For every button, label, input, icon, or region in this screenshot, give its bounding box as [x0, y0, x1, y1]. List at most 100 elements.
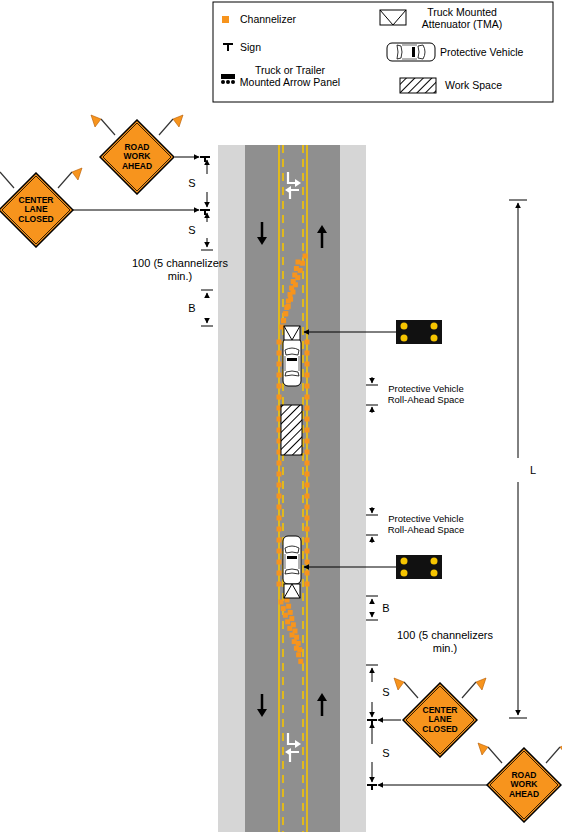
- legend-text: Truck or Trailer Mounted Arrow Panel: [234, 64, 346, 88]
- channelizer: [292, 273, 297, 278]
- channelizer: [284, 305, 289, 310]
- warning-sign: CENTER LANE CLOSED: [0, 172, 74, 248]
- channelizer: [277, 373, 282, 378]
- legend-swatch: [222, 16, 229, 23]
- work-space-symbol: [400, 78, 436, 93]
- protective-vehicle: [283, 338, 301, 386]
- legend-text: Work Space: [445, 79, 502, 91]
- channelizer: [305, 560, 310, 565]
- channelizer: [289, 616, 294, 621]
- roll-ahead-label: Protective Vehicle Roll-Ahead Space: [380, 384, 472, 406]
- channelizer: [283, 312, 288, 317]
- dimension-label: S: [382, 686, 389, 699]
- channelizer: [297, 647, 302, 652]
- channelizer: [305, 450, 310, 455]
- channelizer: [283, 311, 288, 316]
- arrow-panel: [396, 555, 442, 579]
- tma: [284, 326, 300, 340]
- channelizer: [305, 494, 310, 499]
- channelizer: [277, 505, 282, 510]
- dimension-label: S: [382, 747, 389, 760]
- channelizer: [303, 254, 308, 259]
- channelizer: [281, 318, 286, 323]
- channelizer: [300, 261, 305, 266]
- channelizer: [277, 384, 282, 389]
- protective-vehicle: [283, 536, 301, 584]
- tma: [284, 584, 300, 598]
- channelizer: [305, 571, 310, 576]
- channelizer: [305, 384, 310, 389]
- tma-symbol: [380, 10, 406, 25]
- channelizer: [283, 613, 288, 618]
- channelizer: [291, 622, 296, 627]
- channelizer: [305, 538, 310, 543]
- dimension-label: 100 (5 channelizers min.): [386, 629, 504, 654]
- channelizer: [288, 292, 293, 297]
- channelizer: [294, 635, 299, 640]
- channelizer: [288, 610, 293, 615]
- channelizer: [279, 600, 284, 605]
- channelizer: [305, 340, 310, 345]
- channelizer: [291, 279, 296, 284]
- sign-text: CENTER LANE CLOSED: [12, 196, 60, 224]
- channelizer: [294, 266, 299, 271]
- channelizer: [277, 340, 282, 345]
- channelizer: [289, 286, 294, 291]
- channelizer: [281, 318, 286, 323]
- channelizer: [277, 461, 282, 466]
- arrow-panel: [396, 320, 442, 344]
- channelizer: [277, 351, 282, 356]
- channelizer: [277, 560, 282, 565]
- channelizer: [277, 516, 282, 521]
- channelizer: [277, 571, 282, 576]
- channelizer: [286, 604, 291, 609]
- work-space: [281, 405, 302, 455]
- dimension-label: B: [188, 302, 195, 315]
- dimension-label: S: [188, 177, 195, 190]
- channelizer: [277, 538, 282, 543]
- warning-sign: ROAD WORK AHEAD: [99, 119, 175, 195]
- legend-text: Truck Mounted Attenuator (TMA): [407, 6, 517, 30]
- channelizer: [281, 606, 286, 611]
- channelizer: [296, 260, 301, 265]
- channelizer: [305, 527, 310, 532]
- channelizer: [277, 483, 282, 488]
- channelizer: [296, 652, 301, 657]
- channelizer: [277, 362, 282, 367]
- channelizer: [305, 395, 310, 400]
- sign-text: ROAD WORK AHEAD: [113, 143, 161, 171]
- channelizer: [277, 582, 282, 587]
- channelizer: [293, 629, 298, 634]
- channelizer: [305, 549, 310, 554]
- legend-text: Channelizer: [240, 13, 296, 25]
- channelizer: [296, 641, 301, 646]
- channelizer: [305, 516, 310, 521]
- channelizer: [277, 472, 282, 477]
- channelizer: [305, 428, 310, 433]
- channelizer: [277, 494, 282, 499]
- channelizer: [305, 439, 310, 444]
- sign-text: CENTER LANE CLOSED: [416, 706, 464, 734]
- channelizer: [305, 351, 310, 356]
- channelizer: [305, 362, 310, 367]
- channelizer: [277, 549, 282, 554]
- dimension-label: 100 (5 channelizers min.): [121, 257, 239, 282]
- channelizer: [305, 483, 310, 488]
- channelizer: [277, 527, 282, 532]
- warning-sign: CENTER LANE CLOSED: [402, 682, 478, 758]
- legend-text: Sign: [240, 41, 261, 53]
- channelizer: [298, 659, 303, 664]
- sign-text: ROAD WORK AHEAD: [500, 771, 548, 799]
- channelizer: [305, 472, 310, 477]
- arrow-panel-symbol: [221, 74, 235, 84]
- dimension-label: L: [530, 464, 536, 477]
- dimension-label: S: [188, 224, 195, 237]
- channelizer: [305, 582, 310, 587]
- channelizer: [305, 417, 310, 422]
- channelizer: [305, 461, 310, 466]
- channelizer: [305, 505, 310, 510]
- sign-symbol: [223, 44, 233, 51]
- legend-text: Protective Vehicle: [440, 46, 523, 58]
- warning-sign: ROAD WORK AHEAD: [486, 747, 562, 823]
